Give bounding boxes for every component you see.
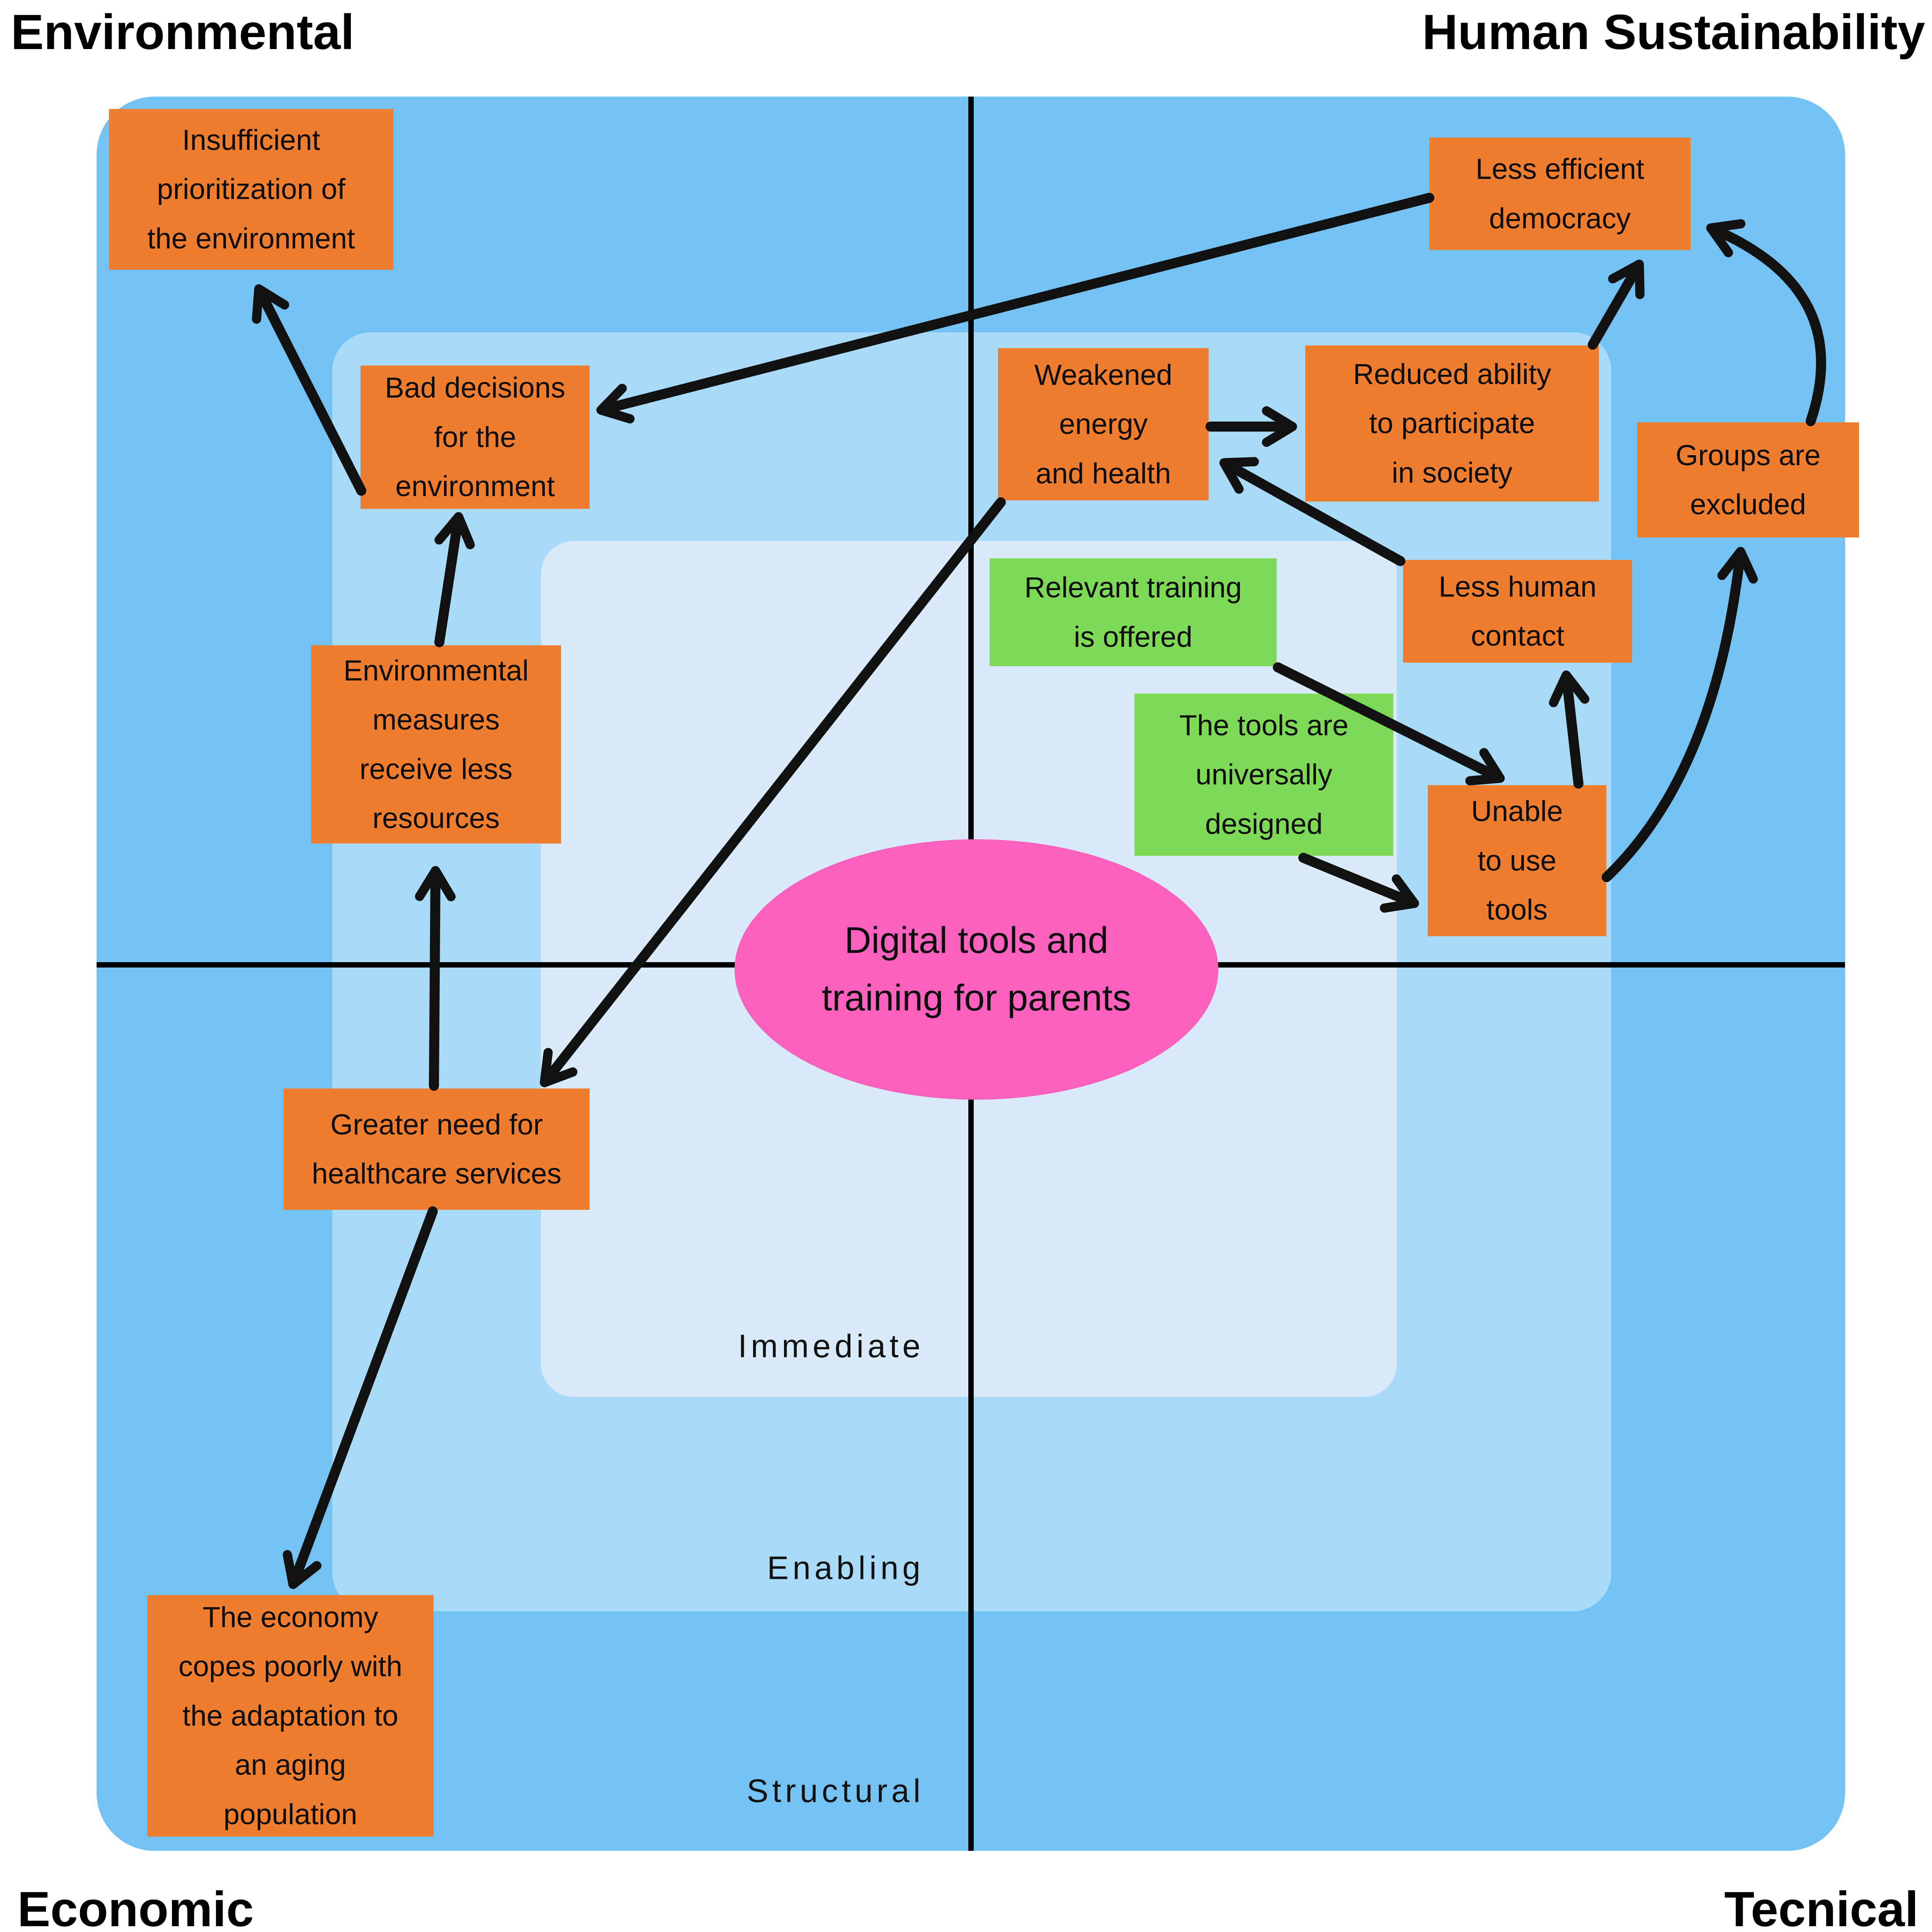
- node-insufficient-prioritization: Insufficient prioritization of the envir…: [109, 109, 393, 270]
- ring-label-immediate: Immediate: [738, 1328, 924, 1364]
- node-less-efficient-democracy: Less efficient democracy: [1429, 138, 1690, 250]
- node-economy-copes-poorly: The economy copes poorly with the adapta…: [147, 1595, 434, 1837]
- node-tools-universally-designed: The tools are universally designed: [1134, 694, 1393, 856]
- quadrant-title-environmental: Environmental: [11, 5, 355, 60]
- ring-label-structural: Structural: [747, 1772, 924, 1809]
- node-reduced-participation: Reduced ability to participate in societ…: [1305, 345, 1599, 502]
- node-bad-decisions: Bad decisions for the environment: [361, 366, 590, 509]
- ring-label-enabling: Enabling: [767, 1549, 924, 1586]
- node-groups-excluded: Groups are excluded: [1637, 422, 1859, 537]
- node-environmental-measures: Environmental measures receive less reso…: [311, 645, 561, 844]
- center-subject-ellipse: Digital tools and training for parents: [735, 839, 1218, 1100]
- node-relevant-training-offered: Relevant training is offered: [990, 558, 1277, 666]
- node-weakened-energy-health: Weakened energy and health: [998, 348, 1209, 500]
- quadrant-title-human-sustainability: Human Sustainability: [1422, 5, 1925, 60]
- quadrant-title-tecnical: Tecnical: [1724, 1882, 1918, 1932]
- node-greater-need-healthcare: Greater need for healthcare services: [284, 1088, 590, 1210]
- node-less-human-contact: Less human contact: [1403, 560, 1632, 663]
- quadrant-title-economic: Economic: [17, 1882, 254, 1932]
- node-unable-to-use-tools: Unable to use tools: [1428, 785, 1606, 936]
